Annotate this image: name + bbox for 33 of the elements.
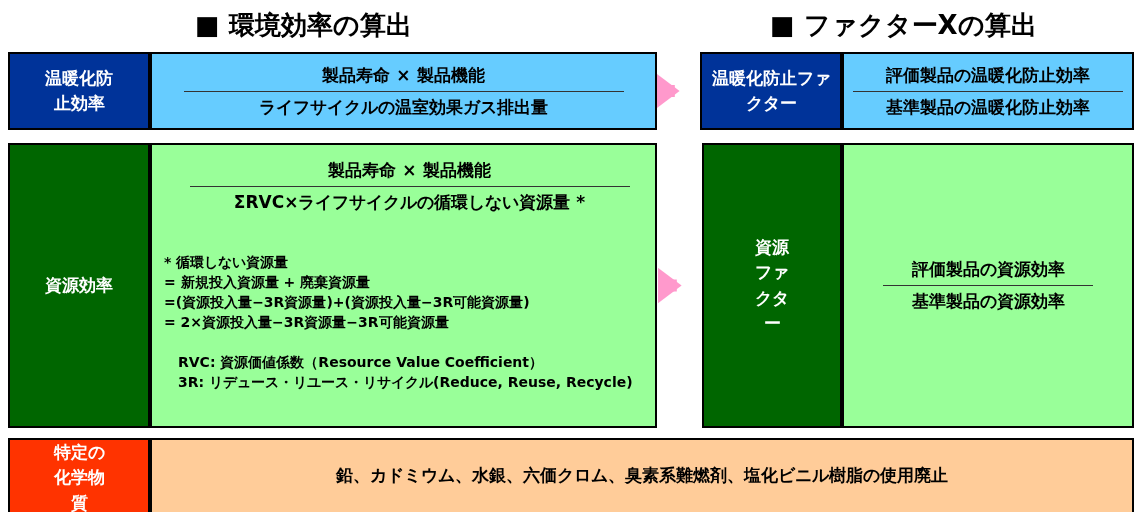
formula-cell xyxy=(150,52,657,130)
row-header-cell xyxy=(8,143,150,428)
section-heading: ■ 環境効率の算出 xyxy=(195,9,412,42)
footnote-text: = 2×資源投入量−3R資源量−3R可能資源量 xyxy=(164,314,449,332)
formula-cell xyxy=(842,143,1134,428)
denominator-text: 基準製品の温暖化防止効率 xyxy=(886,95,1090,119)
row-header-cell xyxy=(700,52,842,130)
footnote-text: = 新規投入資源量 + 廃棄資源量 xyxy=(164,274,371,292)
numerator-text: 評価製品の温暖化防止効率 xyxy=(886,63,1090,87)
footnote-text: =(資源投入量−3R資源量)+(資源投入量−3R可能資源量) xyxy=(164,294,530,312)
section-heading: ■ ファクターXの算出 xyxy=(770,9,1037,42)
denominator-text: 基準製品の資源効率 xyxy=(911,290,1065,313)
denominator-text: ライフサイクルの温室効果ガス排出量 xyxy=(259,95,548,119)
row-heading: 温暖化防止ファクター xyxy=(710,66,832,115)
formula-cell xyxy=(842,52,1134,130)
row-header-cell xyxy=(8,52,150,130)
row-heading: 温暖化防止効率 xyxy=(44,66,114,115)
abbreviation-note: 3R: リデュース・リユース・リサイクル(Reduce, Reuse, Recycle) xyxy=(178,374,633,392)
arrow xyxy=(657,267,682,304)
formula-cell xyxy=(150,143,657,428)
formula-cell xyxy=(150,438,1134,512)
body-text: 鉛、カドミウム、水銀、六価クロム、臭素系難燃剤、塩化ビニル樹脂の使用廃止 xyxy=(336,464,948,487)
row-heading: 特定の化学物質 xyxy=(52,440,106,512)
denominator-text: ΣRVC×ライフサイクルの循環しない資源量 * xyxy=(233,191,586,214)
numerator-text: 製品寿命 × 製品機能 xyxy=(322,63,485,87)
footnote-text: * 循環しない資源量 xyxy=(164,254,289,272)
row-header-cell xyxy=(8,438,150,512)
row-heading: 資源ファクター xyxy=(754,235,790,335)
numerator-text: 評価製品の資源効率 xyxy=(911,258,1065,281)
row-heading: 資源効率 xyxy=(44,273,114,297)
row-header-cell xyxy=(702,143,842,428)
numerator-text: 製品寿命 × 製品機能 xyxy=(328,159,491,182)
abbreviation-note: RVC: 資源価値係数（Resource Value Coefficient） xyxy=(178,354,544,372)
